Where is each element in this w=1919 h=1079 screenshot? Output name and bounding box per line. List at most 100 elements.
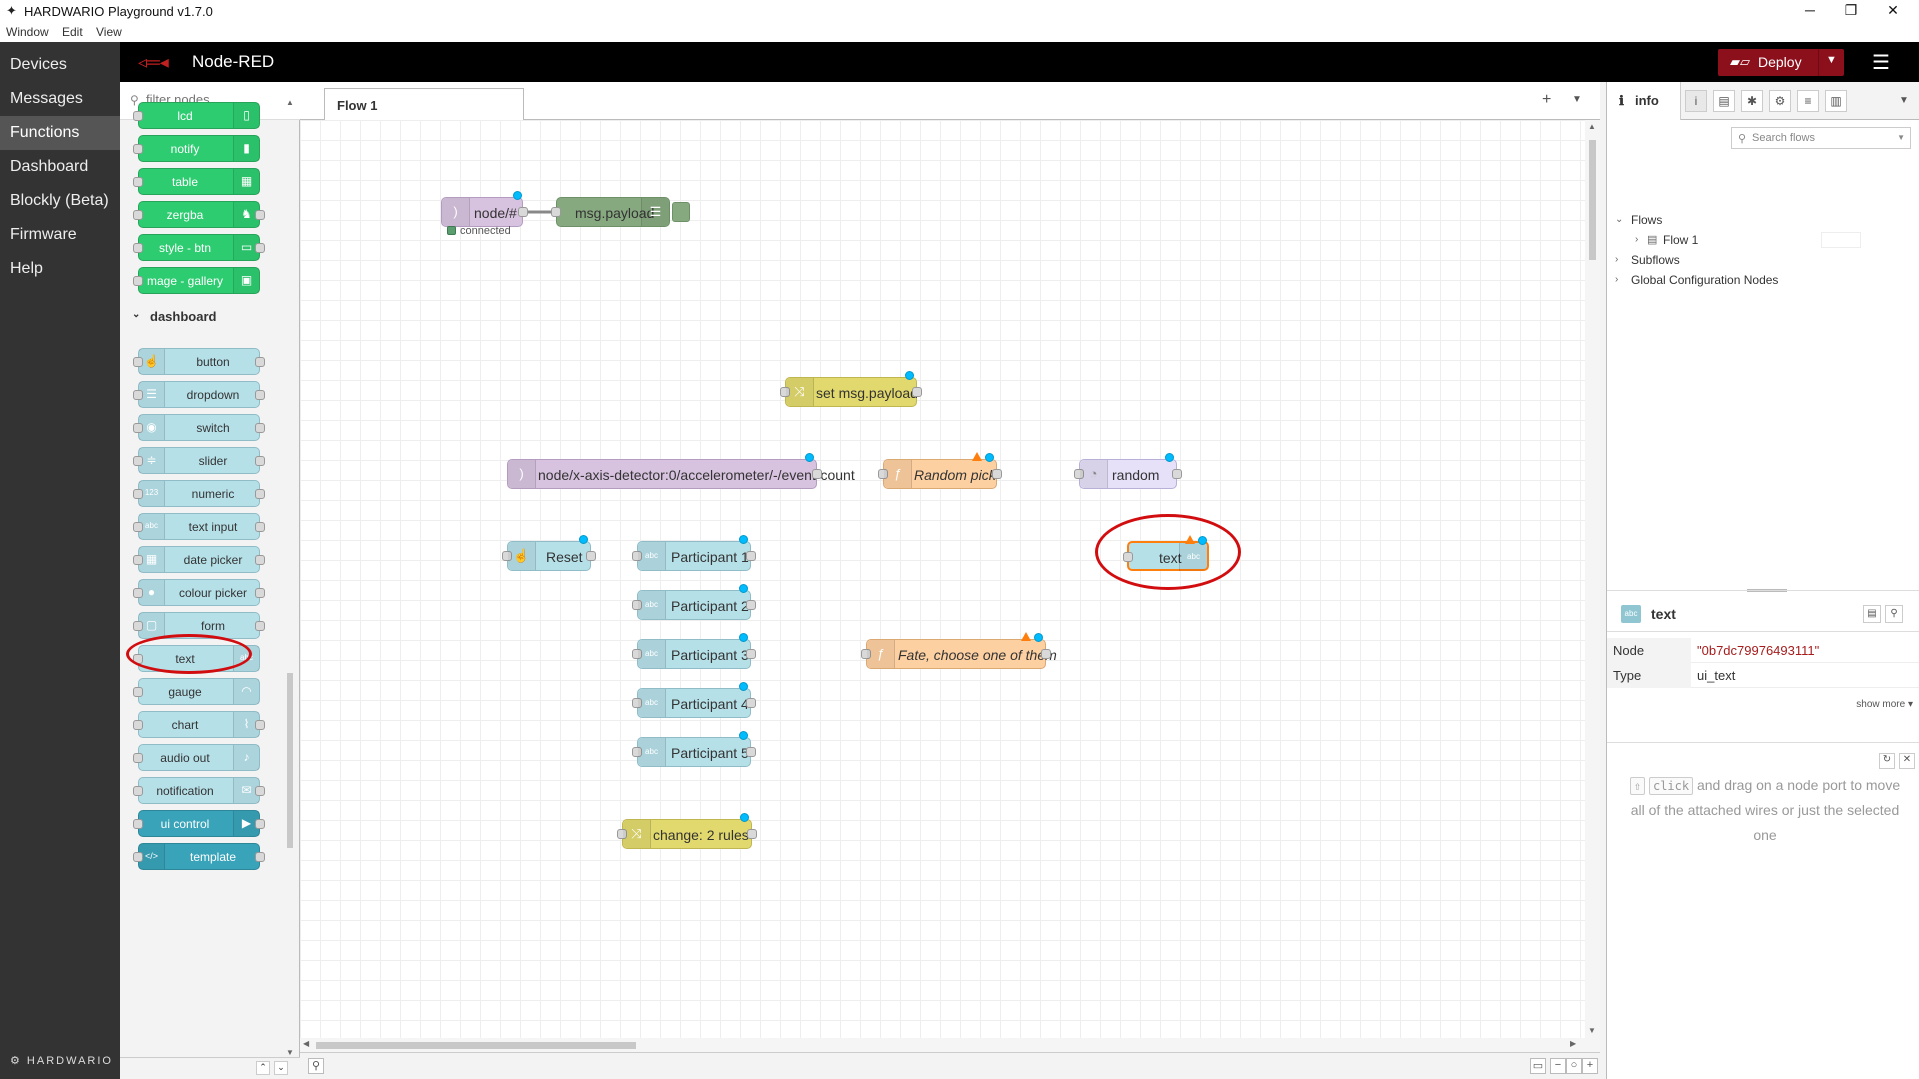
flow-node-random[interactable]: ◔ random xyxy=(1074,453,1182,489)
input-port[interactable] xyxy=(878,469,888,479)
flow-node-participant-1[interactable]: abc Participant 1 xyxy=(632,535,756,571)
add-flow-icon[interactable]: + xyxy=(1542,91,1552,108)
input-port[interactable] xyxy=(632,698,642,708)
input-port[interactable] xyxy=(502,551,512,561)
output-port[interactable] xyxy=(747,829,757,839)
flow-node-participant-2[interactable]: abc Participant 2 xyxy=(632,584,756,620)
palette-node-button[interactable]: ☝ button xyxy=(133,348,265,375)
input-port[interactable] xyxy=(632,600,642,610)
nav-functions[interactable]: Functions xyxy=(0,116,120,150)
zoom-out-icon[interactable]: − xyxy=(1550,1058,1566,1074)
palette-node-notification[interactable]: notification ✉ xyxy=(133,777,265,804)
palette-node-switch[interactable]: ◉ switch xyxy=(133,414,265,441)
tree-flows[interactable]: ⌄ Flows xyxy=(1607,210,1919,230)
flow-node-change-2-rules[interactable]: ⤨ change: 2 rules xyxy=(617,813,757,849)
scroll-down-icon[interactable]: ▼ xyxy=(1588,1026,1596,1035)
palette-category-dashboard[interactable]: ⌄ dashboard xyxy=(120,304,300,330)
palette-node-chart[interactable]: chart ⌇ xyxy=(133,711,265,738)
palette-node-image-gallery[interactable]: mage - gallery ▣ xyxy=(133,267,260,294)
output-port[interactable] xyxy=(812,469,822,479)
menu-edit[interactable]: Edit xyxy=(62,25,83,39)
palette-node-ui-control[interactable]: ui control ▶ xyxy=(133,810,265,837)
main-menu-icon[interactable]: ☰ xyxy=(1872,52,1890,74)
palette-node-slider[interactable]: ≑ slider xyxy=(133,447,265,474)
output-port[interactable] xyxy=(746,747,756,757)
debug-toggle-button[interactable] xyxy=(672,202,690,222)
output-port[interactable] xyxy=(746,551,756,561)
tab-flow-1[interactable]: Flow 1 xyxy=(324,88,524,121)
palette-scroll-thumb[interactable] xyxy=(287,673,293,848)
zoom-in-icon[interactable]: + xyxy=(1582,1058,1598,1074)
tree-flow-1[interactable]: › ▤ Flow 1 xyxy=(1607,230,1919,250)
sidebar-menu-caret-icon[interactable]: ▼ xyxy=(1899,95,1909,106)
palette-node-gauge[interactable]: gauge ◠ xyxy=(133,678,260,705)
nav-devices[interactable]: Devices xyxy=(10,56,67,73)
palette-node-colour-picker[interactable]: ● colour picker xyxy=(133,579,265,606)
palette-node-form[interactable]: ▢ form xyxy=(133,612,265,639)
flow-list-caret-icon[interactable]: ▼ xyxy=(1572,94,1582,105)
close-icon[interactable]: ✕ xyxy=(1899,753,1915,769)
search-icon[interactable]: ⚲ xyxy=(1885,605,1903,623)
output-port[interactable] xyxy=(518,207,528,217)
scroll-right-icon[interactable]: ▶ xyxy=(1570,1039,1577,1048)
flow-node-participant-3[interactable]: abc Participant 3 xyxy=(632,633,756,669)
output-port[interactable] xyxy=(746,649,756,659)
flow-node-function-random-pick[interactable]: ƒ Random pick xyxy=(878,452,1002,489)
search-icon[interactable]: ⚲ xyxy=(308,1058,324,1074)
workspace-vertical-scrollbar[interactable]: ▲ ▼ xyxy=(1585,120,1600,1038)
palette-node-notify[interactable]: notify ▮ xyxy=(133,135,260,162)
help-book-icon[interactable]: ▤ xyxy=(1713,90,1735,112)
palette-node-table[interactable]: table ▦ xyxy=(133,168,260,195)
palette-node-style-btn[interactable]: style - btn ▭ xyxy=(133,234,265,261)
drag-grip-icon[interactable] xyxy=(1747,589,1787,592)
input-port[interactable] xyxy=(632,747,642,757)
dashboard-chart-icon[interactable]: ▥ xyxy=(1825,90,1847,112)
output-port[interactable] xyxy=(586,551,596,561)
tab-info[interactable]: ℹ info xyxy=(1607,82,1681,120)
info-tab-icon[interactable]: i xyxy=(1685,90,1707,112)
input-port[interactable] xyxy=(551,207,561,217)
input-port[interactable] xyxy=(617,829,627,839)
workspace-horizontal-scrollbar[interactable]: ◀ ▶ xyxy=(300,1038,1600,1052)
config-gear-icon[interactable]: ⚙ xyxy=(1769,90,1791,112)
flow-node-change-set[interactable]: ⤨ set msg.payload xyxy=(780,371,922,407)
nav-help[interactable]: Help xyxy=(10,260,43,277)
sidebar-splitter[interactable] xyxy=(1600,82,1606,1079)
tree-global-config[interactable]: › Global Configuration Nodes xyxy=(1607,270,1919,290)
scroll-left-icon[interactable]: ◀ xyxy=(303,1039,310,1048)
deploy-button[interactable]: ▰▱ Deploy ▼ xyxy=(1718,49,1844,76)
nav-blockly[interactable]: Blockly (Beta) xyxy=(10,192,109,209)
scroll-up-icon[interactable]: ▲ xyxy=(1588,122,1596,131)
palette-node-dropdown[interactable]: ☰ dropdown xyxy=(133,381,265,408)
show-more-link[interactable]: show more ▾ xyxy=(1856,699,1913,710)
nav-firmware[interactable]: Firmware xyxy=(10,226,77,243)
flow-node-reset-button[interactable]: ☝ Reset xyxy=(502,535,596,571)
menu-view[interactable]: View xyxy=(96,25,122,39)
tree-subflows[interactable]: › Subflows xyxy=(1607,250,1919,270)
flow-node-participant-4[interactable]: abc Participant 4 xyxy=(632,682,756,718)
input-port[interactable] xyxy=(632,551,642,561)
palette-node-lcd[interactable]: lcd ▯ xyxy=(133,102,260,129)
flow-node-debug[interactable]: msg.payload ☰ xyxy=(551,197,670,227)
refresh-icon[interactable]: ↻ xyxy=(1879,753,1895,769)
palette-node-text-input[interactable]: abc text input xyxy=(133,513,265,540)
flow-node-participant-5[interactable]: abc Participant 5 xyxy=(632,731,756,767)
deploy-menu-caret-icon[interactable]: ▼ xyxy=(1818,49,1844,76)
flow-node-mqtt-in[interactable]: ) node/# xyxy=(441,191,528,227)
nav-dashboard[interactable]: Dashboard xyxy=(10,158,89,175)
sidebar-section-divider[interactable] xyxy=(1607,589,1919,598)
input-port[interactable] xyxy=(861,649,871,659)
input-port[interactable] xyxy=(632,649,642,659)
palette-node-audio-out[interactable]: audio out ♪ xyxy=(133,744,260,771)
context-database-icon[interactable]: ≡ xyxy=(1797,90,1819,112)
workspace-canvas[interactable]: ) node/# connected msg.payload ☰ ⤨ set m… xyxy=(300,120,1585,1038)
output-port[interactable] xyxy=(912,387,922,397)
scroll-down-icon[interactable]: ▼ xyxy=(286,1048,294,1057)
output-port[interactable] xyxy=(1041,649,1051,659)
flow-node-function-fate[interactable]: ƒ Fate, choose one of them xyxy=(861,632,1057,669)
flow-node-mqtt-event-count[interactable]: ) node/x-axis-detector:0/accelerometer/-… xyxy=(507,453,855,489)
nav-messages[interactable]: Messages xyxy=(10,90,83,107)
debug-bug-icon[interactable]: ✱ xyxy=(1741,90,1763,112)
minimize-button[interactable]: ─ xyxy=(1805,2,1815,18)
collapse-all-icon[interactable]: ⌃ xyxy=(256,1061,270,1075)
